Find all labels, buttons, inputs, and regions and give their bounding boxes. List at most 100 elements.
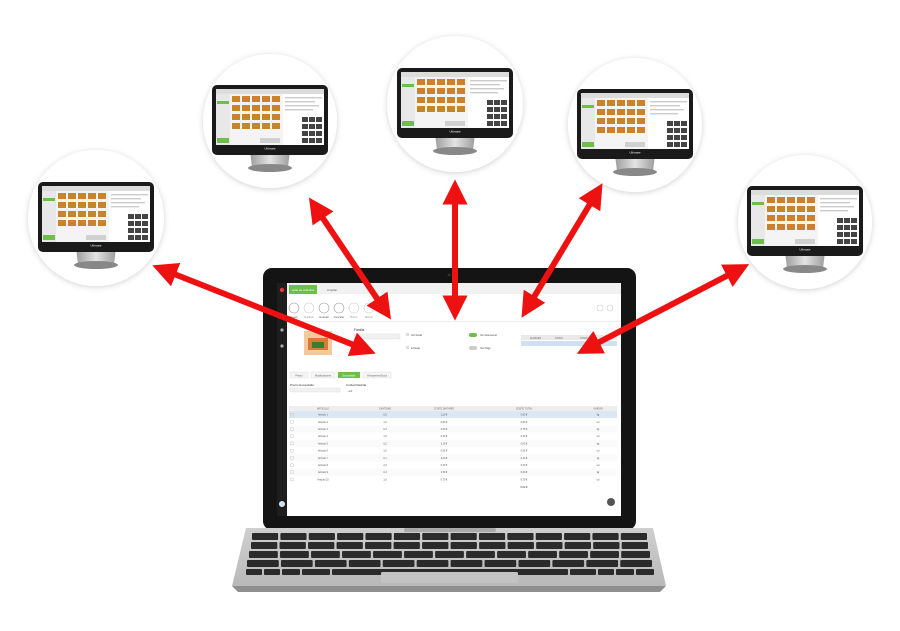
family-field[interactable] xyxy=(353,333,401,340)
row-checkbox[interactable] xyxy=(290,477,294,481)
keyboard-key xyxy=(590,551,619,558)
row-checkbox[interactable] xyxy=(290,427,294,431)
table-header-cell: ARTICULO xyxy=(317,408,329,411)
keyboard-key xyxy=(478,533,506,540)
keyboard-key xyxy=(337,533,364,540)
table-header-cell: CANTIDAD xyxy=(379,408,391,411)
table-cell: Articulo 6 xyxy=(318,450,329,453)
keyboard-key xyxy=(507,542,534,549)
row-checkbox[interactable] xyxy=(290,449,294,453)
nav-icon[interactable] xyxy=(280,328,284,332)
pos-terminal-1: Ultimate xyxy=(28,150,164,286)
row-checkbox[interactable] xyxy=(290,420,294,424)
laptop-base xyxy=(232,528,666,592)
user-avatar-icon[interactable] xyxy=(279,501,285,507)
table-cell: 0,2 xyxy=(383,442,387,445)
tab-modificadores[interactable]: Modificadores xyxy=(310,371,336,379)
table-cell: Articulo 3 xyxy=(318,428,329,431)
keyboard-key xyxy=(621,542,648,549)
nav-icon[interactable] xyxy=(280,344,284,348)
row-checkbox[interactable] xyxy=(290,434,294,438)
unidad-medida-value[interactable]: unit xyxy=(348,389,352,393)
svg-text:Ver fondo: Ver fondo xyxy=(411,333,423,337)
keyboard-key xyxy=(416,560,449,567)
table-cell: 0,40 € xyxy=(521,435,528,438)
table-header-cell: UNIDAD xyxy=(593,408,602,411)
table-cell: ud xyxy=(597,464,600,467)
keyboard-key xyxy=(592,533,619,540)
keyboard-key xyxy=(348,560,381,567)
stock-grid-row[interactable] xyxy=(521,341,617,346)
table-cell: Articulo 1 xyxy=(318,414,329,417)
keyboard-key xyxy=(450,560,483,567)
arrow-terminal-5 xyxy=(576,264,750,354)
keyboard-key xyxy=(536,542,563,549)
row-checkbox[interactable] xyxy=(290,470,294,474)
table-cell: 0,60 € xyxy=(521,464,528,467)
keyboard-key xyxy=(564,542,591,549)
pos-brand-label: Ultimate xyxy=(90,244,101,248)
row-checkbox[interactable] xyxy=(290,413,294,417)
table-cell: 0,5 xyxy=(383,414,387,417)
table-cell: 0,62 € xyxy=(521,442,528,445)
pos-terminal-4: Ultimate xyxy=(568,58,702,192)
keyboard-key xyxy=(422,533,449,540)
edit-icon[interactable] xyxy=(607,498,615,506)
precio-escandallo-field[interactable] xyxy=(289,387,341,393)
keyboard-key xyxy=(246,569,262,575)
keyboard-key xyxy=(593,542,620,549)
keyboard-key xyxy=(314,560,347,567)
keyboard-key xyxy=(280,533,307,540)
keyboard-key xyxy=(435,551,464,558)
arrow-terminal-4 xyxy=(521,183,603,318)
table-cell: 3,10 € xyxy=(441,442,448,445)
sync-arrows xyxy=(152,179,750,357)
svg-text:Escandallo: Escandallo xyxy=(343,374,356,378)
table-cell: 2,0 xyxy=(383,464,387,467)
table-cell: Articulo 4 xyxy=(318,435,329,438)
app-logo-icon xyxy=(279,287,285,293)
row-checkbox[interactable] xyxy=(290,441,294,445)
svg-text:STOCK MINIMO: STOCK MINIMO xyxy=(580,338,597,340)
laptop-screen: Lista de articulos Ampliar Nuevo Duplica… xyxy=(277,283,621,516)
row-checkbox[interactable] xyxy=(290,463,294,467)
svg-text:Precio: Precio xyxy=(295,374,303,378)
tab-precio[interactable]: Precio xyxy=(289,371,309,379)
svg-text:Almacenes/Stock: Almacenes/Stock xyxy=(367,374,388,378)
trackpad[interactable] xyxy=(381,572,518,583)
toggle-ver-descuento[interactable]: Ver Descuento xyxy=(469,333,498,337)
keyboard-key xyxy=(479,542,506,549)
table-cell: kg xyxy=(597,414,600,417)
svg-text:Ver Pago: Ver Pago xyxy=(480,346,491,350)
tab-almacenes[interactable]: Almacenes/Stock xyxy=(362,371,392,379)
tab-escandallo[interactable]: Escandallo xyxy=(338,372,360,378)
tab-ampliar[interactable]: Ampliar xyxy=(327,288,337,292)
row-checkbox[interactable] xyxy=(290,456,294,460)
keyboard-key xyxy=(404,551,433,558)
check-ver-fondo[interactable]: Ver fondo xyxy=(406,333,423,337)
keyboard-key xyxy=(616,569,634,575)
keyboard-key xyxy=(507,533,534,540)
table-header xyxy=(289,406,617,411)
table-cell: 0,1 xyxy=(383,457,387,460)
svg-text:STOCK: STOCK xyxy=(555,338,563,340)
keyboard-key xyxy=(308,533,335,540)
keyboard-key xyxy=(497,551,526,558)
keyboard-key xyxy=(552,560,585,567)
toggle-ver-pago[interactable]: Ver Pago xyxy=(469,346,491,350)
keyboard-key xyxy=(336,542,363,549)
table-cell: 4,00 € xyxy=(441,457,448,460)
check-a-pesar[interactable]: A Pesar xyxy=(406,346,420,350)
table-cell: 1,50 € xyxy=(441,471,448,474)
table-cell: Articulo 8 xyxy=(318,464,329,467)
